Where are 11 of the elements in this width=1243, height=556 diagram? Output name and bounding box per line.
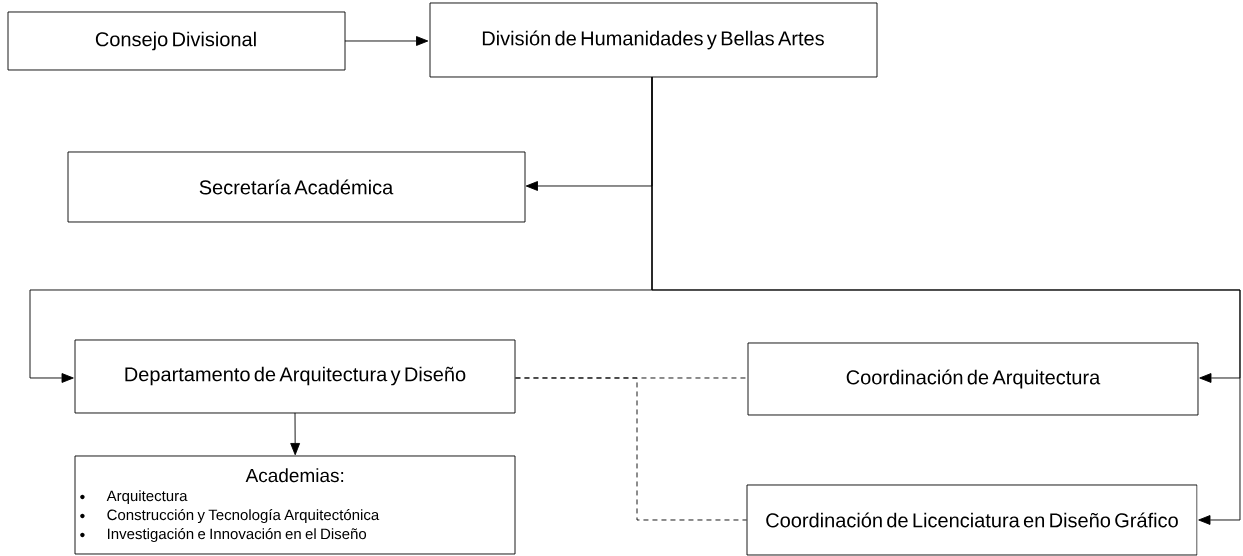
connector [344, 36, 429, 46]
list-box: Academias: Arquitectura Construcción y Tecnología Arquitectónica Investigación e Innovación en el Diseño [74, 455, 516, 555]
org-box: División de Humanidades y Bellas Artes [429, 2, 878, 78]
org-box: Coordinación de Licenciatura en Diseño Gráfico [746, 484, 1198, 556]
org-box: Coordinación de Arquitectura [747, 342, 1199, 416]
org-box: Departamento de Arquitectura y Diseño [74, 339, 516, 414]
org-box: Secretaría Académica [67, 151, 526, 223]
connector [290, 412, 301, 456]
connector [515, 377, 747, 521]
connector [651, 76, 1241, 525]
org-box: Consejo Divisional [7, 11, 346, 71]
